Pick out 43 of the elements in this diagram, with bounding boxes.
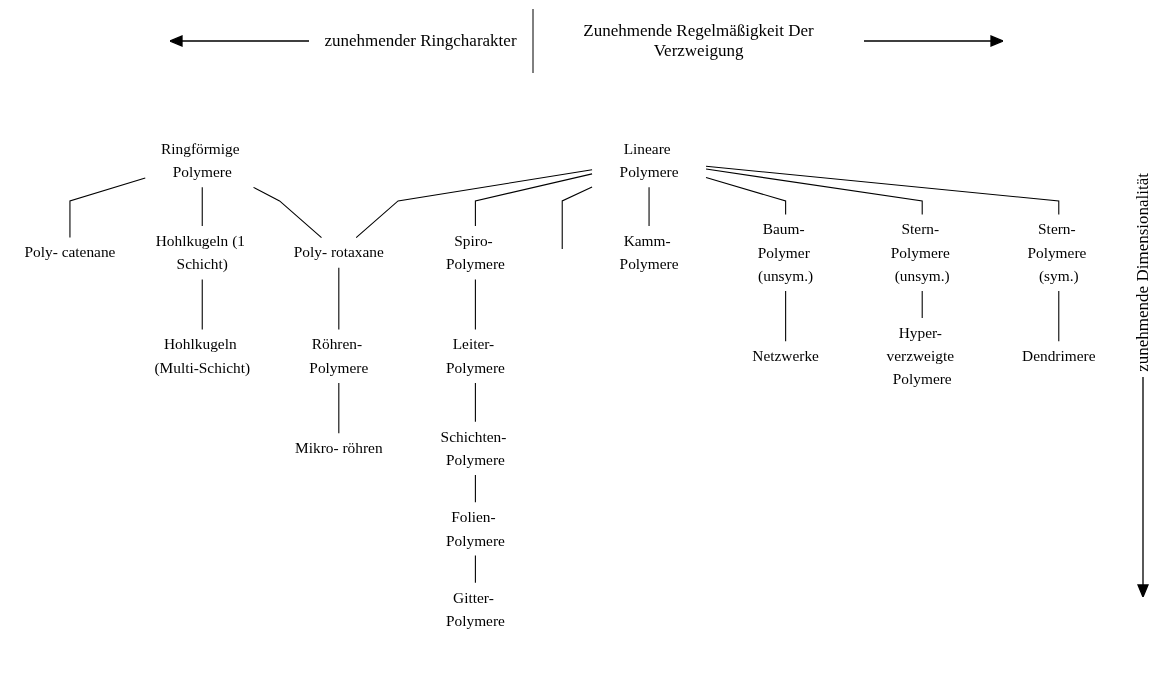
category-label: Kamm- Polymere [619, 232, 679, 273]
category-label: Poly- rotaxane [293, 243, 384, 262]
axis-label: Zunehmende Regelmäßigkeit Der Verzweigung [582, 21, 815, 61]
category-label: Netzwerke [752, 347, 819, 365]
connector-line [474, 382, 476, 423]
category-label: Baum- Polymer (unsym.) [757, 220, 814, 285]
connector-line [921, 290, 923, 319]
connector-line [474, 554, 476, 584]
category-label: Leiter- Polymere [445, 335, 505, 377]
connector-line [201, 186, 203, 227]
connector-line [705, 168, 923, 216]
category-label: Lineare Polymere [619, 140, 679, 181]
axis-label: zunehmende Dimensionalität [1133, 172, 1153, 372]
connector-line [1058, 290, 1060, 342]
category-label: Stern- Polymere (sym.) [1027, 220, 1087, 285]
category-label: Hohlkugeln (1 Schicht) [155, 232, 245, 273]
category-label: Röhren- Polymere [309, 335, 369, 377]
connector-line [69, 177, 146, 239]
connector-line [252, 186, 323, 239]
connector-line [561, 186, 593, 250]
connector-line [785, 290, 787, 342]
connector-line [201, 278, 203, 331]
connector-line [705, 176, 787, 216]
category-label: Spiro- Polymere [445, 232, 505, 273]
connector-line [474, 173, 593, 227]
category-label: Gitter- Polymere [445, 588, 505, 630]
connector-line [338, 382, 340, 434]
category-label: Poly- catenane [24, 243, 116, 262]
axis-label: zunehmender Ringcharakter [324, 31, 517, 51]
connector-line [648, 186, 650, 227]
connector-line [338, 267, 340, 331]
category-label: Ringförmige Polymere [161, 140, 240, 181]
category-label: Hohlkugeln (Multi-Schicht) [154, 335, 251, 377]
connector-line [355, 169, 593, 239]
connector-line [474, 474, 476, 503]
connector-line [705, 165, 1060, 216]
category-label: Dendrimere [1022, 347, 1096, 365]
connector-line [474, 278, 476, 331]
category-label: Mikro- röhren [295, 439, 383, 457]
category-label: Schichten- Polymere [440, 427, 507, 469]
category-label: Hyper- verzweigte Polymere [886, 324, 954, 388]
category-label: Stern- Polymere (unsym.) [890, 220, 950, 285]
category-label: Folien- Polymere [445, 508, 505, 549]
